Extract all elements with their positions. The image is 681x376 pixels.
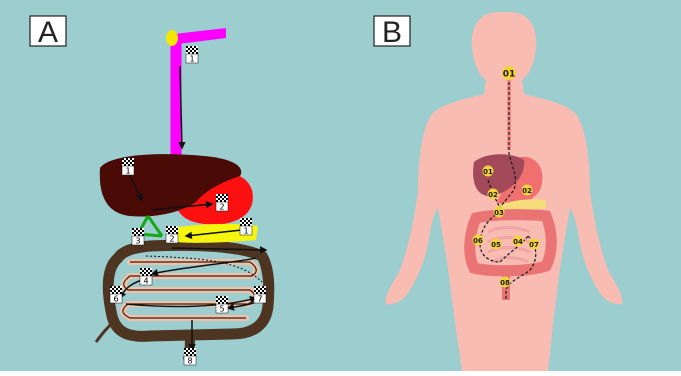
marker-a-01: 1	[186, 46, 198, 64]
marker-b-08: 04	[513, 236, 524, 247]
marker-a-09: 7	[254, 286, 266, 304]
marker-b-09: 07	[529, 239, 540, 250]
svg-text:4: 4	[143, 277, 148, 286]
svg-text:05: 05	[491, 241, 501, 249]
marker-a-08: 6	[110, 286, 122, 304]
marker-a-07: 4	[140, 268, 152, 286]
svg-text:5: 5	[219, 305, 224, 314]
svg-text:02: 02	[488, 191, 498, 199]
svg-text:1: 1	[189, 55, 194, 64]
marker-b-05: 03	[494, 207, 505, 218]
marker-a-05: 2	[166, 226, 178, 244]
svg-text:1: 1	[125, 167, 130, 176]
marker-a-04: 3	[132, 228, 144, 246]
marker-b-02: 01	[483, 166, 494, 177]
marker-a-06: 1	[240, 218, 252, 236]
svg-text:03: 03	[494, 209, 504, 217]
panel-b-label: B	[382, 16, 402, 49]
marker-b-07: 05	[491, 239, 502, 250]
marker-a-11: 8	[184, 348, 196, 366]
marker-a-02: 1	[122, 158, 134, 176]
svg-text:04: 04	[513, 238, 523, 246]
marker-a-03: 2	[216, 194, 228, 212]
svg-text:01: 01	[483, 168, 493, 176]
svg-text:2: 2	[169, 235, 174, 244]
marker-b-01: 01	[502, 66, 516, 80]
marker-b-10: 08	[500, 277, 511, 288]
svg-text:02: 02	[522, 187, 532, 195]
svg-text:01: 01	[503, 70, 516, 80]
svg-text:07: 07	[529, 241, 539, 249]
mouth-blob	[166, 30, 178, 46]
svg-text:2: 2	[219, 203, 224, 212]
marker-b-04: 02	[522, 185, 533, 196]
svg-text:3: 3	[135, 237, 140, 246]
panel-a-label: A	[38, 16, 58, 49]
svg-text:08: 08	[500, 279, 510, 287]
marker-b-06: 06	[473, 235, 484, 246]
svg-text:7: 7	[257, 295, 262, 304]
marker-b-03: 02	[488, 189, 499, 200]
svg-text:06: 06	[473, 237, 483, 245]
marker-a-10: 5	[216, 296, 228, 314]
svg-text:6: 6	[113, 295, 118, 304]
panel-b-label-box: B	[374, 16, 410, 49]
svg-text:8: 8	[187, 357, 192, 366]
panel-a-label-box: A	[30, 16, 66, 49]
svg-text:1: 1	[243, 227, 248, 236]
